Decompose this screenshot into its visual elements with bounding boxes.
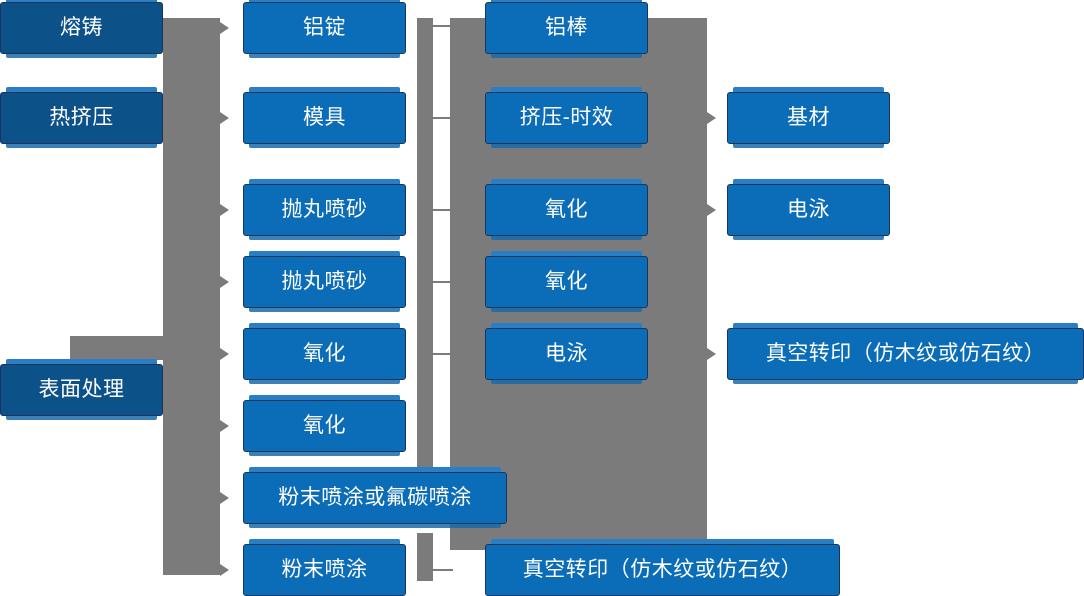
- node-highlight-strip: [249, 251, 400, 256]
- connector-mid-bar-upper: [417, 18, 433, 523]
- flow-arrow-icon: [220, 564, 229, 576]
- connector-stage-vertical: [163, 18, 220, 575]
- node-drop-shadow: [249, 524, 501, 528]
- node-n-zhenkong1[interactable]: 真空转印（仿木纹或仿石纹）: [485, 544, 840, 596]
- node-n-muju[interactable]: 模具: [243, 92, 406, 144]
- node-highlight-strip: [249, 539, 400, 544]
- node-drop-shadow: [491, 54, 642, 58]
- node-n-paowan2[interactable]: 抛丸喷砂: [243, 256, 406, 308]
- node-highlight-strip: [733, 323, 1078, 328]
- connector-stage-bottom-arm: [70, 336, 170, 360]
- flow-arrow-icon: [220, 276, 229, 288]
- node-n-jiya-shix[interactable]: 挤压-时效: [485, 92, 648, 144]
- node-drop-shadow: [249, 236, 400, 240]
- node-n-biaomian[interactable]: 表面处理: [0, 364, 163, 416]
- node-highlight-strip: [491, 0, 642, 2]
- connector-rung-5: [431, 353, 453, 355]
- flow-arrow-icon: [707, 112, 716, 124]
- node-drop-shadow: [249, 308, 400, 312]
- node-n-rejiya[interactable]: 热挤压: [0, 92, 163, 144]
- node-drop-shadow: [733, 144, 884, 148]
- node-n-paowan1[interactable]: 抛丸喷砂: [243, 184, 406, 236]
- node-highlight-strip: [6, 0, 157, 2]
- node-highlight-strip: [6, 87, 157, 92]
- node-n-rongzhu[interactable]: 熔铸: [0, 2, 163, 54]
- node-drop-shadow: [491, 308, 642, 312]
- node-highlight-strip: [491, 87, 642, 92]
- node-n-dianyong1[interactable]: 电泳: [485, 328, 648, 380]
- node-highlight-strip: [491, 251, 642, 256]
- node-highlight-strip: [491, 179, 642, 184]
- node-n-yanghua2[interactable]: 氧化: [243, 400, 406, 452]
- node-drop-shadow: [249, 144, 400, 148]
- node-drop-shadow: [733, 236, 884, 240]
- node-drop-shadow: [6, 144, 157, 148]
- connector-rung-6: [431, 569, 453, 571]
- node-highlight-strip: [249, 179, 400, 184]
- flow-arrow-icon: [707, 204, 716, 216]
- node-n-fenmo[interactable]: 粉末喷涂: [243, 544, 406, 596]
- node-highlight-strip: [249, 467, 501, 472]
- node-highlight-strip: [491, 323, 642, 328]
- node-n-yanghua4[interactable]: 氧化: [485, 256, 648, 308]
- node-drop-shadow: [491, 380, 642, 384]
- flow-arrow-icon: [220, 492, 229, 504]
- node-n-luding[interactable]: 铝锭: [243, 2, 406, 54]
- node-drop-shadow: [733, 380, 1078, 384]
- flow-arrow-icon: [707, 348, 716, 360]
- node-highlight-strip: [6, 359, 157, 364]
- node-drop-shadow: [491, 236, 642, 240]
- connector-rung-3: [431, 209, 453, 211]
- node-highlight-strip: [249, 0, 400, 2]
- connector-rung-2: [431, 117, 453, 119]
- node-highlight-strip: [249, 87, 400, 92]
- node-drop-shadow: [249, 380, 400, 384]
- node-drop-shadow: [491, 144, 642, 148]
- node-drop-shadow: [6, 416, 157, 420]
- flow-arrow-icon: [220, 22, 229, 34]
- node-n-lubang[interactable]: 铝棒: [485, 2, 648, 54]
- node-highlight-strip: [733, 87, 884, 92]
- node-drop-shadow: [6, 54, 157, 58]
- node-highlight-strip: [491, 539, 834, 544]
- node-n-fenmo-fu[interactable]: 粉末喷涂或氟碳喷涂: [243, 472, 507, 524]
- flow-arrow-icon: [220, 348, 229, 360]
- node-n-yanghua3[interactable]: 氧化: [485, 184, 648, 236]
- connector-rung-1: [431, 25, 453, 27]
- node-drop-shadow: [249, 54, 400, 58]
- node-n-zhenkong2[interactable]: 真空转印（仿木纹或仿石纹）: [727, 328, 1084, 380]
- node-highlight-strip: [249, 395, 400, 400]
- node-n-yanghua1[interactable]: 氧化: [243, 328, 406, 380]
- node-n-dianyong2[interactable]: 电泳: [727, 184, 890, 236]
- node-n-jicai[interactable]: 基材: [727, 92, 890, 144]
- node-highlight-strip: [733, 179, 884, 184]
- connector-rung-4: [431, 281, 453, 283]
- flow-arrow-icon: [220, 112, 229, 124]
- node-highlight-strip: [249, 323, 400, 328]
- flow-arrow-icon: [220, 420, 229, 432]
- flow-arrow-icon: [220, 204, 229, 216]
- connector-surface-stub: [163, 389, 189, 391]
- connector-mid-bar-lower: [417, 533, 433, 581]
- node-drop-shadow: [249, 452, 400, 456]
